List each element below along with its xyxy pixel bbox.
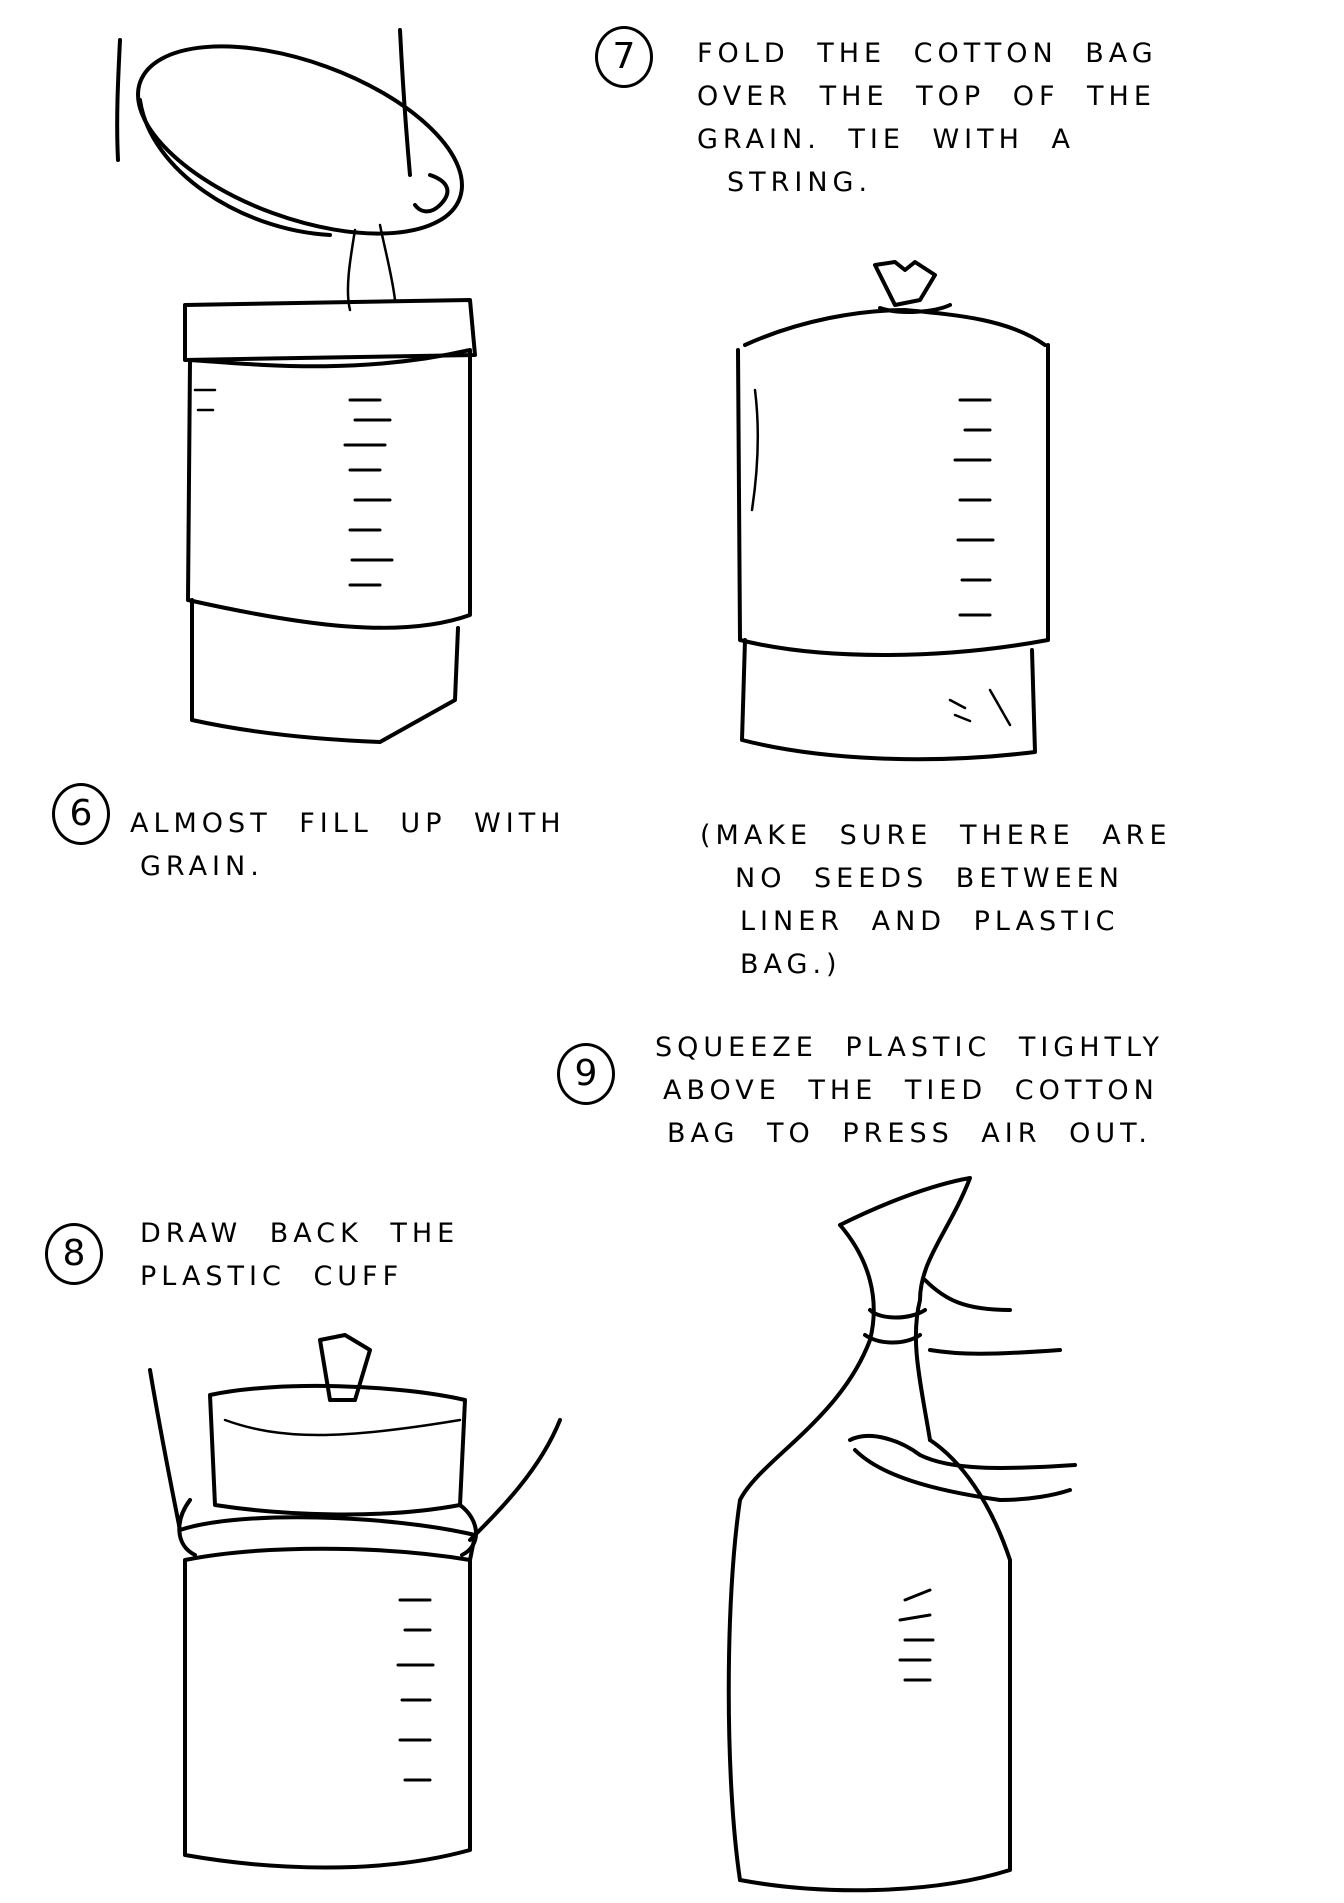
caption-line: grain. Tie with a bbox=[697, 124, 1075, 155]
illustration-step-9-squeeze-air bbox=[726, 1176, 1077, 1893]
caption-line: Almost fill up with bbox=[130, 808, 566, 839]
illustration-step-8-plastic-cuff bbox=[148, 1333, 562, 1870]
caption-line: grain. bbox=[140, 851, 264, 882]
caption-line: (Make sure there are bbox=[700, 820, 1172, 851]
step-6-caption: Almost fill up with grain. bbox=[130, 802, 566, 888]
illustration-step-6-pouring-grain bbox=[115, 28, 477, 744]
caption-line: liner and plastic bbox=[740, 906, 1120, 937]
step-number-8: 8 bbox=[45, 1223, 103, 1285]
step-7-caption: Fold the cotton bag over the top of the … bbox=[697, 32, 1158, 204]
note-caption: (Make sure there are no seeds between li… bbox=[700, 814, 1172, 986]
caption-line: Draw back the bbox=[140, 1218, 460, 1249]
step-9-caption: Squeeze plastic tightly above the tied c… bbox=[655, 1026, 1164, 1155]
step-8-caption: Draw back the plastic cuff bbox=[140, 1212, 459, 1298]
step-number-6: 6 bbox=[52, 783, 110, 845]
caption-line: over the top of the bbox=[697, 81, 1156, 112]
caption-line: plastic cuff bbox=[140, 1261, 404, 1292]
caption-line: no seeds between bbox=[735, 863, 1124, 894]
illustration-step-7-tied-bag bbox=[736, 260, 1050, 762]
caption-line: bag to press air out. bbox=[667, 1118, 1152, 1149]
caption-line: Fold the cotton bag bbox=[697, 38, 1158, 69]
step-number-9: 9 bbox=[557, 1043, 615, 1105]
caption-line: Squeeze plastic tightly bbox=[655, 1032, 1164, 1063]
step-number-7: 7 bbox=[595, 26, 653, 88]
caption-line: string. bbox=[727, 167, 873, 198]
caption-line: bag.) bbox=[740, 949, 842, 980]
caption-line: above the tied cotton bbox=[663, 1075, 1159, 1106]
